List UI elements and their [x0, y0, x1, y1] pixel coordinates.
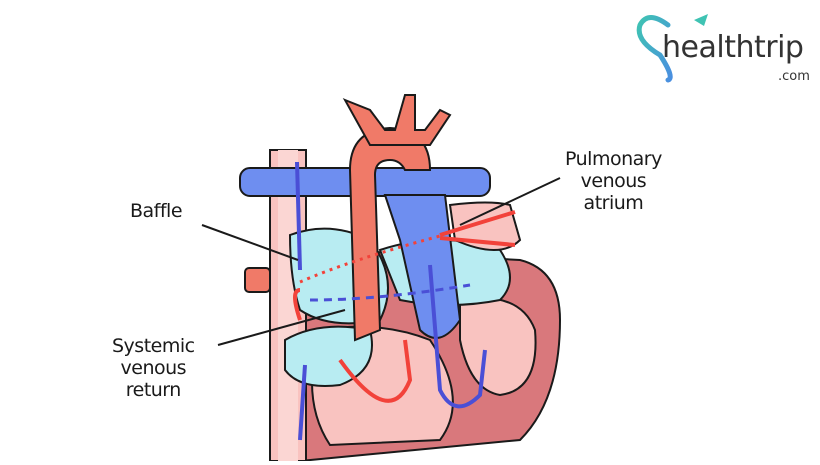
- baffle-leader-line: [201, 224, 299, 261]
- label-systemic-venous-return: Systemic venous return: [112, 335, 195, 401]
- pulmonary-artery: [383, 194, 462, 339]
- pulmonary-leader-line: [459, 177, 561, 226]
- logo-domain: .com: [778, 69, 810, 84]
- ivc-stub: [244, 267, 271, 293]
- blood-flow-arrows: [293, 161, 516, 441]
- systemic-leader-line: [217, 309, 346, 346]
- aortic-branches: [342, 94, 452, 146]
- logo-heart-icon: [636, 15, 673, 83]
- logo-brand: healthtrip: [662, 30, 804, 65]
- label-pulmonary-venous-atrium: Pulmonary venous atrium: [565, 148, 662, 214]
- label-baffle: Baffle: [130, 200, 183, 222]
- logo-plane-icon: [694, 14, 708, 26]
- healthtrip-logo[interactable]: healthtrip .com: [632, 12, 814, 84]
- left-ventricle: [459, 297, 537, 397]
